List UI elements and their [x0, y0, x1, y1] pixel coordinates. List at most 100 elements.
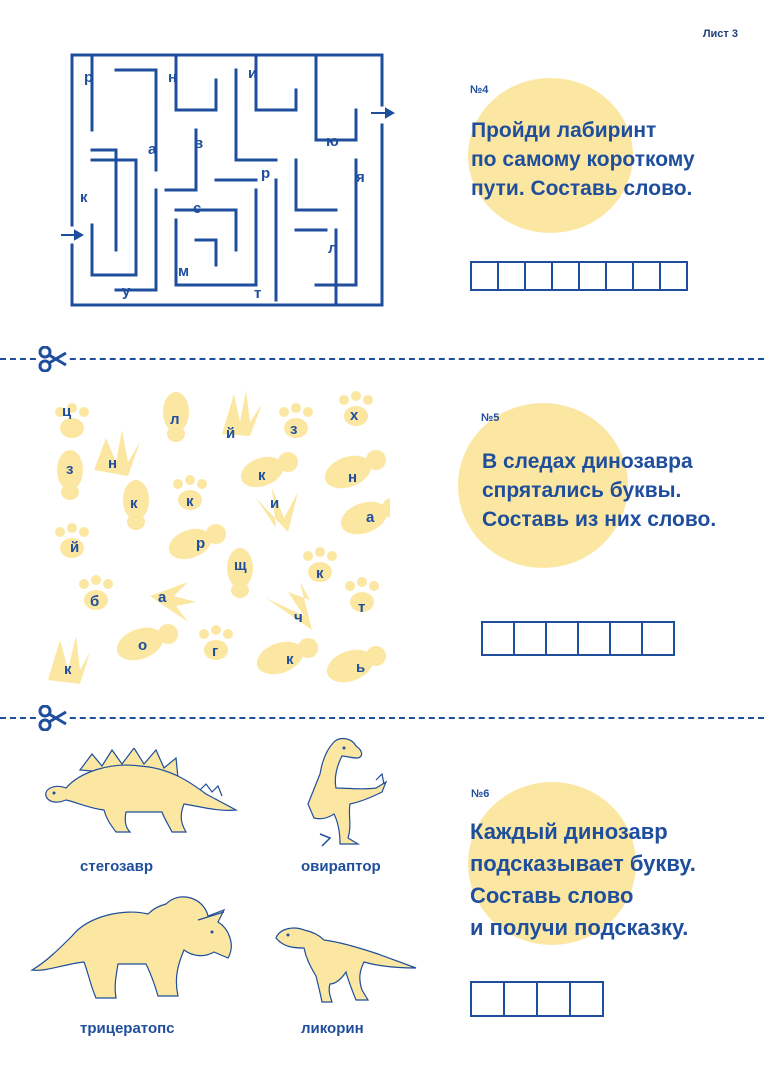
footprint-letter: з — [66, 461, 73, 478]
footprint-letter: б — [90, 593, 99, 610]
answer-cell[interactable] — [641, 621, 675, 656]
instruction-line: и получи подсказку. — [470, 915, 689, 940]
footprint — [163, 392, 189, 442]
answer-cell[interactable] — [632, 261, 661, 291]
instruction-line: В следах динозавра — [482, 450, 693, 473]
scissors-icon — [36, 705, 68, 731]
footprint-letter: й — [226, 425, 235, 442]
answer-cell[interactable] — [524, 261, 553, 291]
footprint — [123, 480, 149, 530]
maze-letter: м — [178, 263, 189, 280]
footprint — [240, 452, 298, 488]
lycorhinus-illustration — [275, 927, 417, 1003]
footprint — [340, 498, 390, 535]
footprint — [324, 450, 386, 489]
footprint-letter: л — [170, 411, 180, 428]
footprint — [150, 582, 196, 622]
maze-letter: т — [254, 285, 261, 302]
answer-boxes[interactable] — [470, 981, 604, 1017]
footprint-letter: а — [366, 509, 375, 526]
footprint — [279, 403, 313, 438]
dinosaur-label: трицератопс — [80, 1020, 175, 1037]
footprint — [79, 575, 113, 610]
cut-line — [0, 352, 764, 366]
maze-letter: у — [122, 283, 131, 300]
answer-cell[interactable] — [470, 261, 499, 291]
footprint-letter: к — [130, 495, 138, 512]
footprint-letter: н — [108, 455, 117, 472]
scissors-icon — [36, 346, 68, 372]
answer-cell[interactable] — [545, 621, 579, 656]
footprint-letter: к — [286, 651, 294, 668]
maze-letter: р — [84, 69, 93, 86]
instruction-line: подсказывает букву. — [470, 851, 696, 876]
answer-cell[interactable] — [481, 621, 515, 656]
answer-boxes[interactable] — [481, 621, 675, 656]
footprint-letter: т — [358, 599, 365, 616]
decor-circle — [468, 782, 636, 945]
answer-cell[interactable] — [470, 981, 505, 1017]
footprint-letter: г — [212, 643, 218, 660]
answer-cell[interactable] — [605, 261, 634, 291]
dinosaur-label: стегозавр — [80, 858, 154, 875]
answer-cell[interactable] — [536, 981, 571, 1017]
answer-cell[interactable] — [577, 621, 611, 656]
maze-letter: и — [248, 65, 257, 82]
instruction-line: по самому короткому — [471, 148, 695, 171]
footprint-letter: к — [316, 565, 324, 582]
footprint-letter: к — [186, 493, 194, 510]
footprint — [173, 475, 207, 510]
answer-cell[interactable] — [513, 621, 547, 656]
task-number: №4 — [470, 84, 489, 96]
maze-letter: в — [194, 135, 203, 152]
maze: р н и а в ю к р я с л м у т — [61, 53, 396, 307]
decor-circle — [468, 78, 633, 233]
answer-cell[interactable] — [609, 621, 643, 656]
instruction-line: Составь из них слово. — [482, 508, 717, 531]
footprint-letter: щ — [234, 557, 247, 574]
footprint-letter: ц — [62, 403, 72, 420]
footprint — [227, 548, 253, 598]
answer-cell[interactable] — [551, 261, 580, 291]
task-instructions: В следах динозавра спрятались буквы. Сос… — [482, 447, 716, 534]
answer-boxes[interactable] — [470, 261, 688, 291]
instruction-line: спрятались буквы. — [482, 479, 682, 502]
footprint — [199, 625, 233, 660]
maze-letter: я — [356, 169, 365, 186]
footprint — [345, 577, 379, 612]
dinosaur-label: овираптор — [301, 858, 381, 875]
footprint-letter: ч — [294, 609, 303, 626]
maze-letter: р — [261, 165, 270, 182]
maze-letter: к — [80, 189, 88, 206]
answer-cell[interactable] — [659, 261, 688, 291]
maze-letter: н — [168, 69, 177, 86]
footprint-letter: а — [158, 589, 167, 606]
dinosaur-label: ликорин — [301, 1020, 364, 1037]
task-instructions: Пройди лабиринт по самому короткому пути… — [471, 116, 695, 203]
instruction-line: пути. Составь слово. — [471, 177, 693, 200]
decor-circle — [458, 403, 628, 568]
footprint — [266, 582, 312, 630]
footprint — [55, 403, 89, 438]
footprint — [48, 636, 90, 684]
footprint-letter: н — [348, 469, 357, 486]
triceratops-illustration — [30, 896, 232, 999]
maze-letter: с — [193, 200, 201, 217]
footprints-field: ц л й з х з н к н к к и а й р щ к б а ч … — [48, 390, 390, 684]
instruction-line: Пройди лабиринт — [471, 119, 657, 142]
footprint-letter: к — [258, 467, 266, 484]
footprint-letter: и — [270, 495, 279, 512]
footprint — [326, 646, 386, 683]
task-number: №6 — [471, 788, 490, 800]
answer-cell[interactable] — [497, 261, 526, 291]
task-instructions: Каждый динозавр подсказывает букву. Сост… — [470, 816, 696, 944]
footprint — [339, 391, 373, 426]
stegosaurus-illustration — [45, 748, 238, 833]
footprint — [168, 524, 226, 560]
footprint-letter: о — [138, 637, 147, 654]
answer-cell[interactable] — [503, 981, 538, 1017]
footprint — [222, 390, 262, 436]
answer-cell[interactable] — [578, 261, 607, 291]
footprint — [94, 430, 140, 476]
answer-cell[interactable] — [569, 981, 604, 1017]
